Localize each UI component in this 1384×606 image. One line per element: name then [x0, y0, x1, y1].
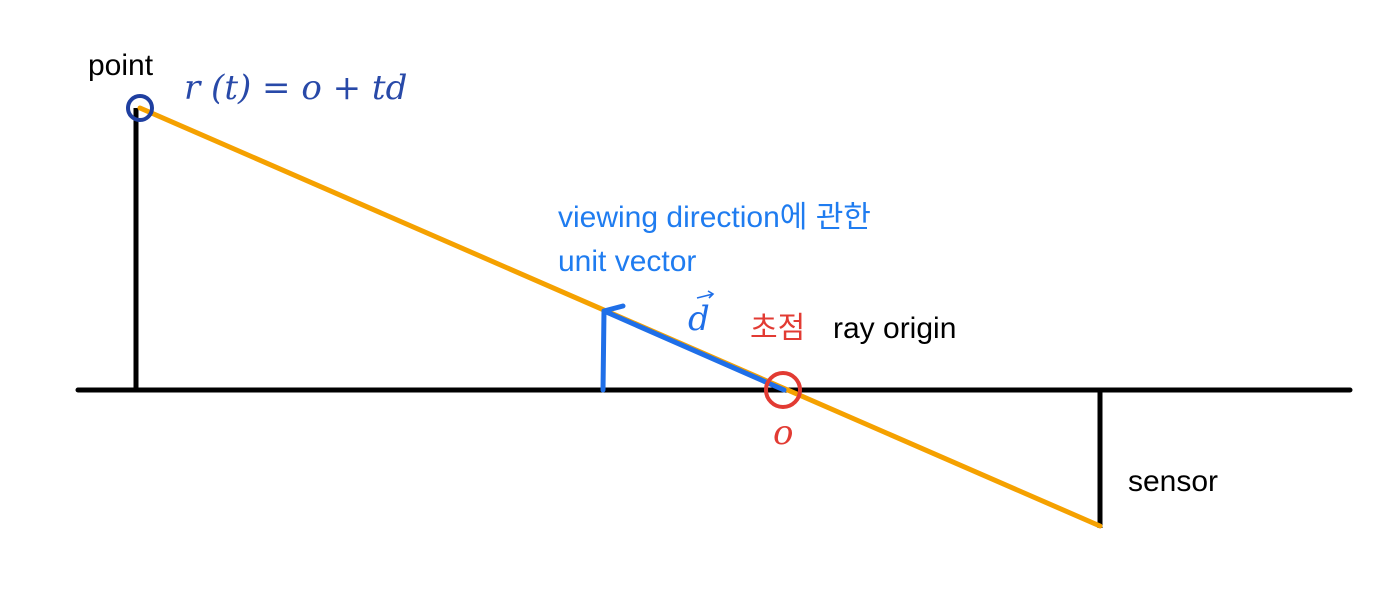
point-label: point	[88, 49, 154, 82]
direction-symbol-arrow-head	[707, 290, 715, 299]
direction-arrowhead-icon	[600, 303, 626, 393]
ray-origin-label: ray origin	[833, 312, 956, 345]
ray-equation: r (t) = o + td	[184, 68, 407, 108]
direction-vector-shaft	[601, 308, 787, 393]
focal-point-label: 초점	[750, 312, 805, 345]
origin-symbol: o	[773, 413, 793, 453]
origin-marker-icon	[764, 371, 802, 409]
sensor-label: sensor	[1128, 465, 1218, 498]
viewing-direction-label-line1: viewing direction에 관한	[558, 201, 871, 234]
direction-symbol: d	[688, 299, 710, 339]
viewing-direction-label-line2: unit vector	[558, 245, 696, 278]
direction-symbol-arrow-shaft	[696, 293, 714, 299]
point-marker-icon	[126, 94, 154, 122]
